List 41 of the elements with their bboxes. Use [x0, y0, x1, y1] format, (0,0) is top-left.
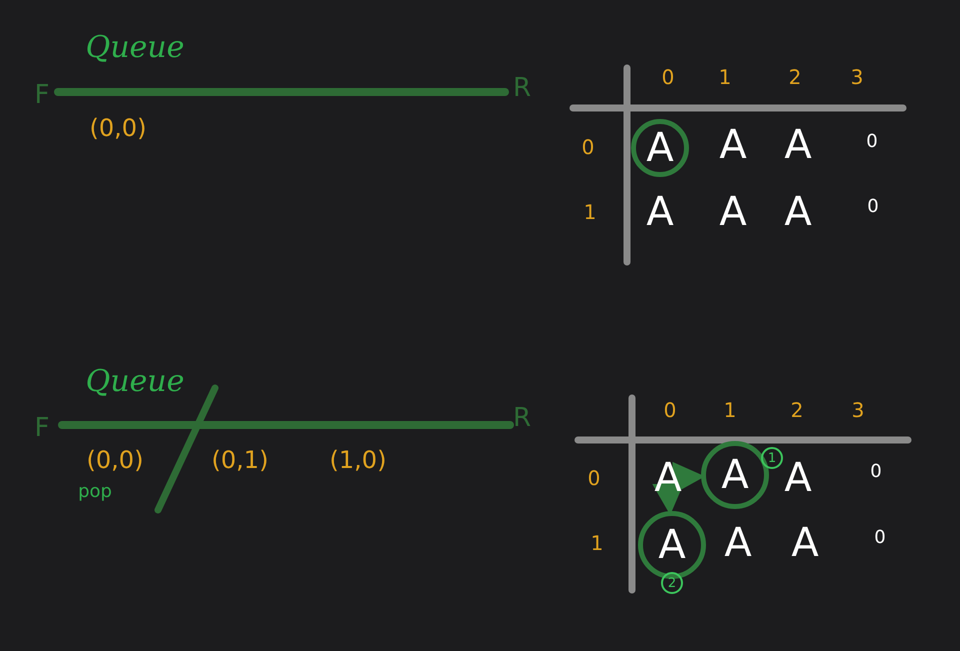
circled-letter: A	[701, 441, 769, 509]
grid-letter: A	[719, 125, 747, 165]
grid-letter: A	[719, 192, 747, 232]
grid-letter: A	[784, 192, 812, 232]
row-index: 1	[584, 202, 596, 222]
rear-marker: R	[512, 75, 532, 101]
step-number: 2	[661, 572, 683, 594]
queue-title: Queue	[86, 33, 184, 63]
grid-value: 0	[874, 529, 886, 547]
grid-letter: A	[646, 192, 674, 232]
grid-value: 0	[867, 198, 879, 216]
queue-title: Queue	[86, 367, 184, 397]
grid-letter: A	[784, 458, 812, 498]
front-marker: F	[34, 415, 50, 441]
rear-marker: R	[512, 405, 532, 431]
column-index: 1	[724, 400, 736, 420]
grid-letter: A	[791, 523, 819, 563]
pop-note: pop	[78, 483, 112, 501]
column-index: 1	[718, 67, 732, 87]
column-index: 2	[790, 400, 804, 420]
column-index: 3	[852, 400, 864, 420]
row-index: 0	[582, 137, 594, 157]
grid-letter: A	[784, 125, 812, 165]
column-index: 2	[788, 67, 802, 87]
row-index: 1	[590, 533, 604, 553]
circled-letter: A	[631, 119, 689, 177]
grid-letter: A	[648, 454, 688, 502]
coordinate-label: (1,0)	[330, 448, 386, 472]
coordinate-label: (0,0)	[90, 116, 146, 140]
grid-value: 0	[866, 133, 878, 151]
row-index: 0	[588, 468, 600, 488]
circled-letter: A	[638, 511, 706, 579]
grid-value: 0	[870, 463, 882, 481]
column-index: 0	[664, 400, 676, 420]
front-marker: F	[34, 82, 50, 108]
coordinate-label: (0,0)	[86, 448, 144, 472]
column-index: 0	[662, 67, 674, 87]
grid-letter: A	[724, 523, 752, 563]
step-number: 1	[761, 447, 783, 469]
coordinate-label: (0,1)	[212, 448, 268, 472]
column-index: 3	[850, 67, 864, 87]
